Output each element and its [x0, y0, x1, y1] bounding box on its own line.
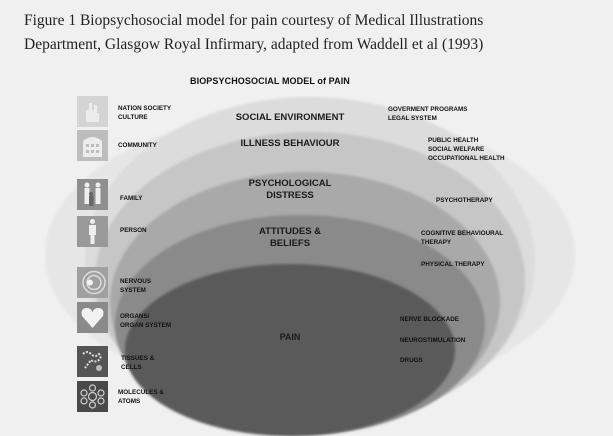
intervention-line: THERAPY — [421, 239, 452, 246]
level-nation-society-culture: NATION SOCIETY CULTURE — [118, 104, 171, 122]
label-attitudes: ATTITUDES & — [258, 226, 322, 237]
intervention-line: PUBLIC HEALTH — [428, 137, 479, 144]
label-psychological-distress: PSYCHOLOGICAL DISTRESS — [215, 178, 365, 202]
label-beliefs: BELIEFS — [269, 238, 311, 249]
intervention-social: GOVERMENT PROGRAMS LEGAL SYSTEM — [388, 105, 467, 123]
figure-caption: Figure 1 Biopsychosocial model for pain … — [24, 9, 604, 57]
level-line: CELLS — [121, 364, 142, 371]
label-psychological: PSYCHOLOGICAL — [248, 178, 332, 189]
heart-icon — [77, 302, 108, 333]
level-organs: ORGANS/ ORGAN SYSTEM — [120, 312, 171, 330]
family-icon — [77, 179, 108, 210]
level-line: CULTURE — [118, 114, 148, 121]
level-line: ORGAN SYSTEM — [120, 322, 172, 329]
intervention-cbt: COGNITIVE BEHAVIOURAL THERAPY — [421, 229, 503, 247]
level-line: TISSUES & — [121, 355, 155, 362]
intervention-drugs: DRUGS — [400, 357, 423, 364]
intervention-psychotherapy: PSYCHOTHERAPY — [436, 197, 493, 204]
label-attitudes-beliefs: ATTITUDES & BELIEFS — [215, 226, 365, 250]
tissues-cells-icon — [77, 346, 108, 377]
level-line: ORGANS/ — [120, 313, 150, 320]
intervention-line: COGNITIVE BEHAVIOURAL — [421, 230, 504, 237]
label-pain: PAIN — [279, 332, 301, 342]
layer-pain — [125, 264, 455, 436]
molecules-atoms-icon — [77, 381, 108, 412]
level-tissues-cells: TISSUES & CELLS — [121, 354, 154, 372]
level-line: ATOMS — [118, 398, 141, 405]
level-family: FAMILY — [120, 195, 143, 202]
level-nervous-system: NERVOUS SYSTEM — [120, 277, 151, 295]
caption-line-1: Figure 1 Biopsychosocial model for pain … — [24, 12, 484, 29]
label-distress: DISTRESS — [266, 190, 314, 201]
level-community: COMMUNITY — [118, 142, 157, 149]
level-line: SYSTEM — [120, 287, 146, 294]
diagram-title: BIOPSYCHOSOCIAL MODEL of PAIN — [190, 76, 350, 86]
label-illness-behaviour: ILLNESS BEHAVIOUR — [240, 138, 340, 149]
intervention-neurostimulation: NEUROSTIMULATION — [400, 337, 466, 344]
nervous-system-icon — [77, 267, 108, 298]
intervention-illness: PUBLIC HEALTH SOCIAL WELFARE OCCUPATIONA… — [428, 136, 505, 163]
level-line: NERVOUS — [120, 278, 152, 285]
label-social-environment: SOCIAL ENVIRONMENT — [235, 112, 345, 123]
person-icon — [77, 216, 108, 247]
level-person: PERSON — [120, 227, 147, 234]
intervention-line: LEGAL SYSTEM — [388, 115, 437, 122]
intervention-line: SOCIAL WELFARE — [428, 146, 485, 153]
intervention-line: OCCUPATIONAL HEALTH — [428, 155, 505, 162]
nation-icon — [77, 96, 108, 127]
intervention-line: GOVERMENT PROGRAMS — [388, 106, 468, 113]
community-icon — [77, 130, 108, 161]
intervention-nerve-blockade: NERVE BLOCKADE — [400, 316, 460, 323]
caption-line-2: Department, Glasgow Royal Infirmary, ada… — [24, 36, 484, 53]
level-line: NATION SOCIETY — [118, 105, 172, 112]
level-molecules-atoms: MOLECULES & ATOMS — [118, 388, 164, 406]
intervention-physical-therapy: PHYSICAL THERAPY — [421, 261, 485, 268]
level-line: MOLECULES & — [118, 389, 164, 396]
